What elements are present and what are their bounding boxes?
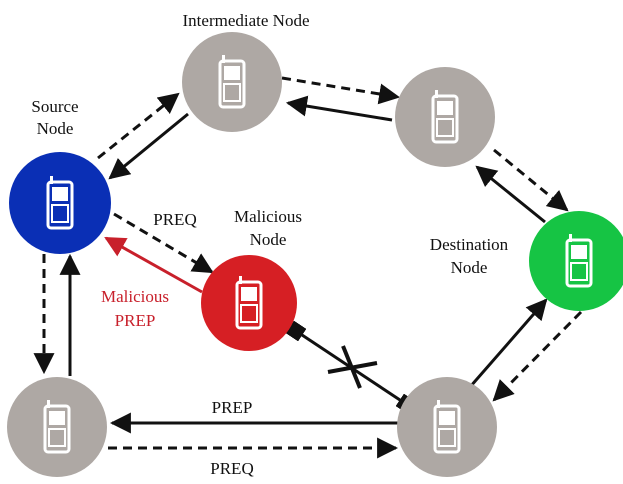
malicious-prep-label-line1: Malicious xyxy=(101,287,169,306)
intermediate-node xyxy=(182,32,282,132)
destination-node-label-line1: Destination xyxy=(430,235,509,254)
preq-upper-label: PREQ xyxy=(153,210,196,229)
destination-to-upper-right-prep-arrow xyxy=(475,165,546,224)
malicious-prep-label-line2: PREP xyxy=(115,311,156,330)
malicious-node xyxy=(201,255,297,351)
prep-bottom-label: PREP xyxy=(212,398,253,417)
malicious-node-label-line1: Malicious xyxy=(234,207,302,226)
malicious-prep-arrow xyxy=(104,236,203,294)
bottom-right-node xyxy=(397,377,497,477)
intermediate-to-source-prep-arrow xyxy=(108,112,189,180)
broken-link-x-mark xyxy=(327,345,378,389)
upper-right-to-destination-preq-arrow xyxy=(493,148,569,212)
labels: Intermediate Node Source Node Malicious … xyxy=(31,11,508,478)
source-node-label-line1: Source xyxy=(31,97,78,116)
destination-node xyxy=(529,211,623,311)
intermediate-to-upper-right-preq-arrow xyxy=(281,76,401,105)
upper-right-node xyxy=(395,67,495,167)
source-node xyxy=(9,152,111,254)
preq-bottom-label: PREQ xyxy=(210,459,253,478)
source-to-malicious-preq-arrow xyxy=(113,212,214,274)
upper-right-to-intermediate-prep-arrow xyxy=(285,95,393,122)
source-to-intermediate-preq-arrow xyxy=(97,92,180,160)
source-node-label-line2: Node xyxy=(37,119,74,138)
bottom-left-node xyxy=(7,377,107,477)
destination-to-bottom-right-preq-arrow xyxy=(492,310,583,402)
bottom-right-to-destination-prep-arrow xyxy=(468,298,548,388)
intermediate-node-label: Intermediate Node xyxy=(183,11,310,30)
malicious-node-label-line2: Node xyxy=(250,230,287,249)
destination-node-label-line2: Node xyxy=(451,258,488,277)
arrows xyxy=(33,76,583,459)
nodes xyxy=(7,32,623,477)
